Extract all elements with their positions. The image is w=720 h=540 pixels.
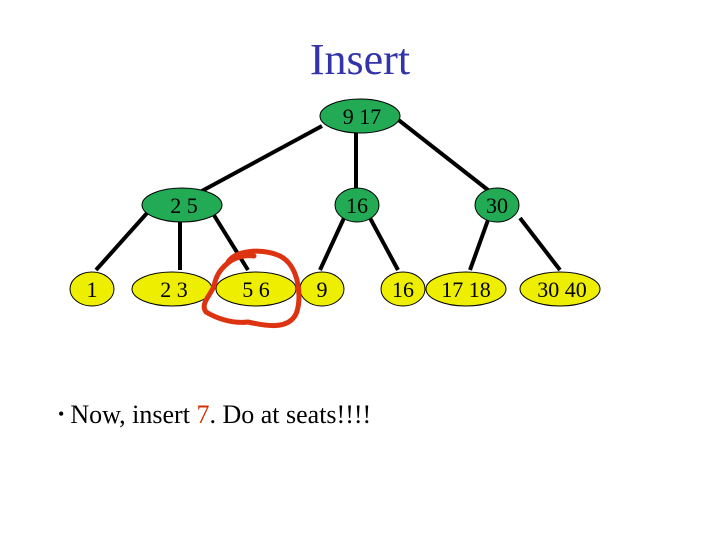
leaf-node-30-40: 30 40 xyxy=(519,271,601,307)
leaf-node-9: 9 xyxy=(299,271,345,307)
root-node-label: 9 17 xyxy=(343,104,382,129)
bullet-suffix: . Do at seats!!!! xyxy=(209,400,372,429)
internal-node-16-label: 16 xyxy=(346,193,368,218)
bullet-dot: • xyxy=(58,404,65,424)
leaf-node-5-6: 5 6 xyxy=(215,271,297,307)
internal-node-2-5: 2 5 xyxy=(141,187,223,223)
leaf-node-17-18: 17 18 xyxy=(425,271,507,307)
leaf-node-9-label: 9 xyxy=(317,277,328,302)
root-node: 9 17 xyxy=(319,98,401,134)
tree-edges xyxy=(94,116,562,272)
edge-2-5-to-5-6 xyxy=(210,210,250,272)
leaf-node-16: 16 xyxy=(380,271,426,307)
page-title: Insert xyxy=(309,35,411,84)
internal-node-30-label: 30 xyxy=(486,193,508,218)
edge-16-to-9 xyxy=(318,217,346,271)
edge-16-to-16 xyxy=(368,217,400,271)
edge-30-to-17-18 xyxy=(468,219,490,271)
leaf-node-5-6-label: 5 6 xyxy=(242,277,270,302)
leaf-node-2-3-label: 2 3 xyxy=(160,277,188,302)
edge-root-to-30 xyxy=(394,116,490,192)
edge-root-to-2-5 xyxy=(199,124,323,194)
highlight-circle-annotation xyxy=(201,248,302,328)
leaf-node-16-label: 16 xyxy=(392,277,414,302)
edge-2-5-to-1 xyxy=(94,210,150,272)
leaf-node-17-18-label: 17 18 xyxy=(441,277,491,302)
internal-node-30: 30 xyxy=(474,187,520,223)
edge-30-to-30-40 xyxy=(518,216,562,272)
internal-node-2-5-label: 2 5 xyxy=(170,193,198,218)
leaf-node-30-40-label: 30 40 xyxy=(537,277,587,302)
leaf-node-1: 1 xyxy=(69,271,115,307)
bullet-highlight-number: 7 xyxy=(196,400,210,429)
leaf-node-2-3: 2 3 xyxy=(131,271,213,307)
internal-node-16: 16 xyxy=(334,187,380,223)
instruction-bullet: •Now, insert 7. Do at seats!!!! xyxy=(58,400,371,430)
bullet-prefix: Now, insert xyxy=(70,400,197,429)
leaf-node-1-label: 1 xyxy=(87,277,98,302)
